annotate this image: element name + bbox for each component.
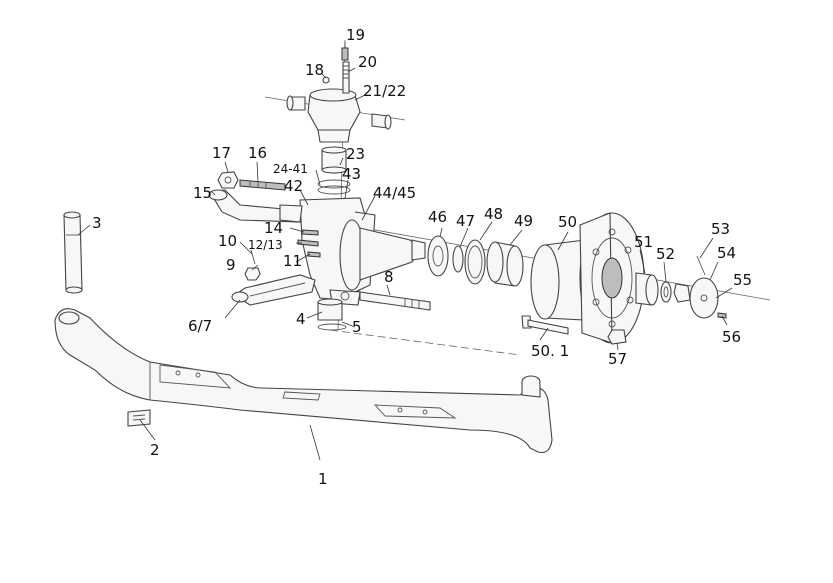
callout-49: 49 [514, 212, 533, 230]
upper-kingpin-cap [286, 47, 392, 143]
callout-23: 23 [346, 145, 365, 163]
bearing-49 [486, 241, 524, 287]
callout-51: 51 [634, 233, 653, 251]
callout-3: 3 [92, 214, 102, 232]
callout-46: 46 [428, 208, 447, 226]
callout-21-22: 21/22 [363, 82, 406, 100]
nameplate [127, 409, 151, 427]
callout-18: 18 [305, 61, 324, 79]
callout-47: 47 [456, 212, 475, 230]
callout-4: 4 [296, 310, 306, 328]
lower-bushing [317, 298, 347, 331]
callout-10: 10 [218, 232, 237, 250]
callout-16: 16 [248, 144, 267, 162]
bearing-46 [427, 235, 449, 277]
callout-20: 20 [358, 53, 377, 71]
callout-12-13: 12/13 [248, 238, 283, 252]
callout-6-7: 6/7 [188, 317, 212, 335]
callout-54: 54 [717, 244, 736, 262]
callout-14: 14 [264, 219, 283, 237]
callout-44-45: 44/45 [373, 184, 416, 202]
nut-53 [673, 255, 706, 303]
callout-48: 48 [484, 205, 503, 223]
callout-5: 5 [352, 318, 362, 336]
steering-knuckle [299, 197, 426, 306]
callout-11: 11 [283, 252, 302, 270]
bolt-16 [239, 179, 286, 191]
small-fasteners [244, 229, 321, 281]
callout-55: 55 [733, 271, 752, 289]
bearing-51 [635, 272, 659, 306]
callout-52: 52 [656, 245, 675, 263]
nut-17 [217, 171, 239, 189]
callout-17: 17 [212, 144, 231, 162]
leader-lines [77, 42, 733, 461]
callout-43: 43 [342, 165, 361, 183]
axle-beam [54, 308, 553, 454]
seal-47 [452, 245, 464, 273]
callout-2: 2 [150, 441, 160, 459]
steering-arm-lower [231, 274, 316, 306]
callout-1: 1 [318, 470, 328, 488]
beam-to-knuckle-dash-line [329, 329, 521, 356]
callout-24-41: 24-41 [273, 162, 308, 176]
callout-19: 19 [346, 26, 365, 44]
callout-56: 56 [722, 328, 741, 346]
cap-54 [689, 277, 719, 319]
callout-8: 8 [384, 268, 394, 286]
callout-9: 9 [226, 256, 236, 274]
ring-48 [464, 239, 486, 285]
washer-52 [660, 281, 672, 303]
king-pin [63, 211, 83, 294]
callout-57: 57 [608, 350, 627, 368]
callout-50: 50 [558, 213, 577, 231]
callout-42: 42 [284, 177, 303, 195]
screw-56 [717, 312, 727, 319]
callout-15: 15 [193, 184, 212, 202]
callout-50-1: 50. 1 [531, 342, 569, 360]
hub-bolt [521, 315, 569, 335]
steering-arm-upper [208, 189, 303, 223]
nut-57 [607, 329, 627, 345]
callout-53: 53 [711, 220, 730, 238]
shaft-8 [359, 291, 431, 311]
